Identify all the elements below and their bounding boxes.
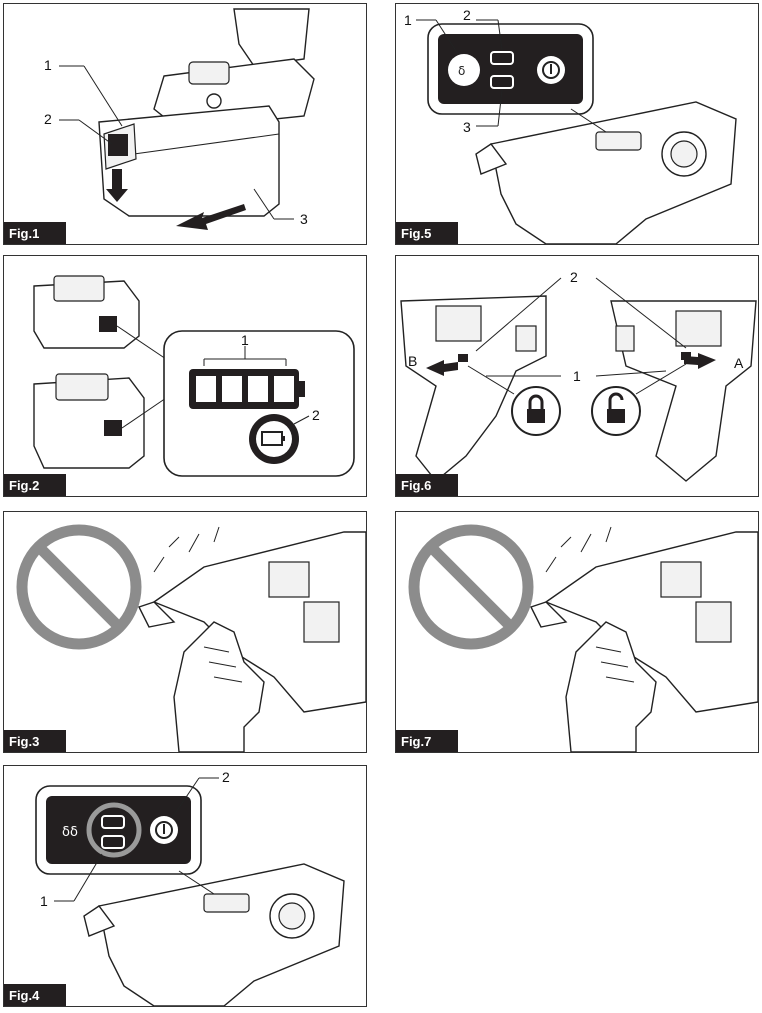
- power-icon: [150, 816, 178, 844]
- figure-label: Fig.2: [4, 474, 66, 496]
- callout-3: 3: [300, 211, 308, 227]
- callout-1: 1: [573, 368, 581, 384]
- figure-2-battery-indicator: 1 2 Fig.2: [3, 255, 367, 497]
- svg-text:δ: δ: [458, 64, 465, 78]
- figure-label: Fig.5: [396, 222, 458, 244]
- callout-3: 3: [463, 119, 471, 135]
- callout-2: 2: [222, 769, 230, 785]
- callout-1: 1: [241, 332, 249, 348]
- lock-icon: [512, 387, 560, 435]
- figure-label: Fig.3: [4, 730, 66, 752]
- figure-label: Fig.7: [396, 730, 458, 752]
- callout-2: 2: [463, 7, 471, 23]
- figure-7-prohibited-grip: Fig.7: [395, 511, 759, 753]
- callout-2: 2: [570, 269, 578, 285]
- battery-removal-illustration: [59, 8, 315, 230]
- callout-1: 1: [44, 57, 52, 73]
- mode-switch-illustration: δ: [416, 19, 737, 244]
- prohibited-grip-illustration: [16, 524, 366, 752]
- lock-lever-illustration: [400, 277, 757, 482]
- callout-a: A: [734, 355, 744, 371]
- figure-label: Fig.6: [396, 474, 458, 496]
- callout-1: 1: [40, 893, 48, 909]
- battery-indicator-illustration: [33, 275, 355, 477]
- prohibition-icon: [16, 524, 142, 650]
- callout-b: B: [408, 353, 418, 369]
- figure-1-battery-removal: 1 2 3 Fig.1: [3, 3, 367, 245]
- figure-3-prohibited-grip: Fig.3: [3, 511, 367, 753]
- figure-5-mode-switch: δ 1 2 3 Fig.5: [395, 3, 759, 245]
- figure-4-mode-switch: δδ 1 2 Fig.4: [3, 765, 367, 1007]
- unlock-icon: [592, 387, 640, 435]
- callout-2: 2: [44, 111, 52, 127]
- figure-label: Fig.4: [4, 984, 66, 1006]
- callout-2: 2: [312, 407, 320, 423]
- prohibited-grip-illustration: [408, 524, 758, 752]
- mode-switch-illustration: δδ: [35, 777, 345, 1006]
- prohibition-icon: [408, 524, 534, 650]
- figure-6-lock-lever: 2 1 B A Fig.6: [395, 255, 759, 497]
- figure-label: Fig.1: [4, 222, 66, 244]
- callout-1: 1: [404, 12, 412, 28]
- svg-text:δδ: δδ: [62, 825, 78, 840]
